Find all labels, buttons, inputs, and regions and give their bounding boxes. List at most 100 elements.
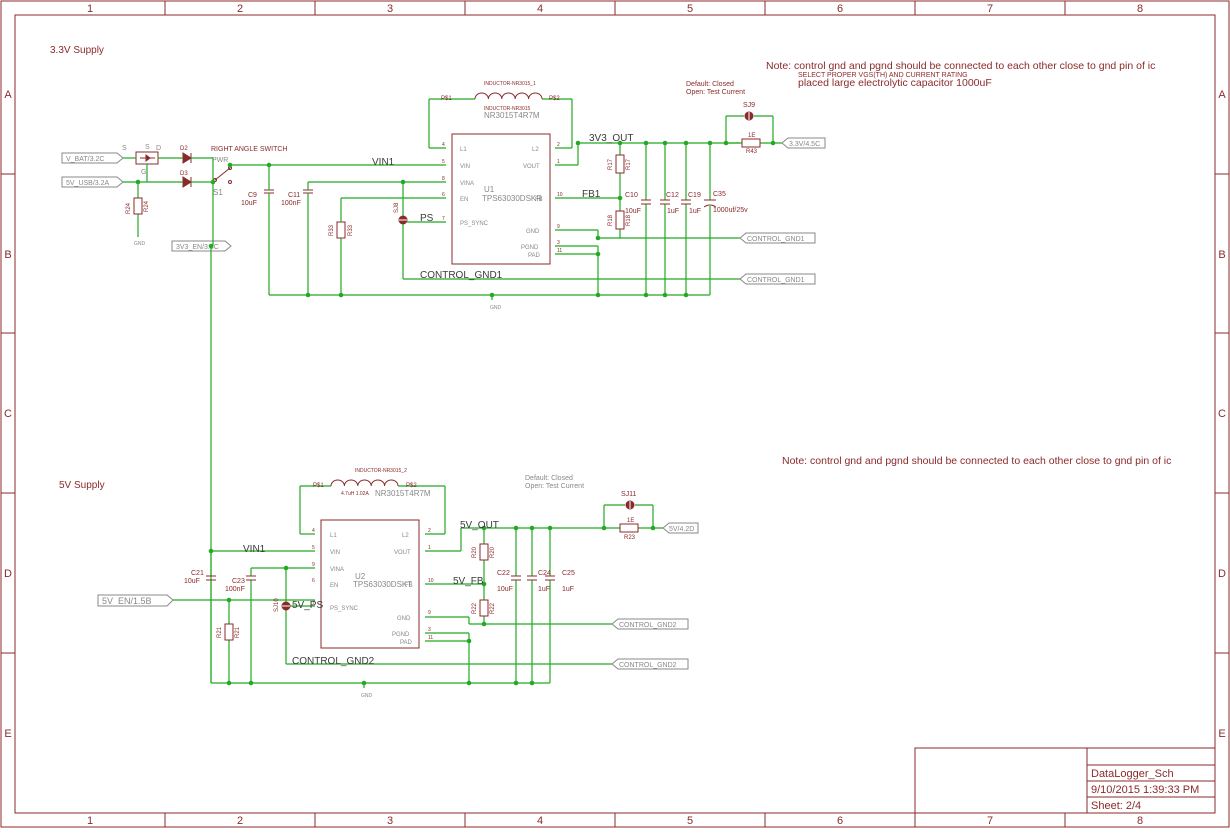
u1-pin-vin: VIN [460, 164, 470, 170]
u1-num-1: 1 [557, 159, 560, 165]
jumper-sj9: SJ9 [743, 102, 755, 121]
flag-vbat [61, 152, 124, 164]
ic-u1: L1 VIN VINA EN PS_SYNC L2 VOUT FB GND PG… [442, 133, 563, 265]
mosfet-g-top: S [145, 144, 150, 151]
diode-d3-label: D3 [180, 171, 188, 177]
c19-val: 1uF [689, 208, 701, 215]
u1-pin-ps: PS_SYNC [460, 221, 489, 227]
switch-title: RIGHT ANGLE SWITCH [211, 146, 288, 153]
flag-3v3-en [171, 240, 232, 252]
col-2-bottom: 2 [237, 815, 243, 827]
flag-33v-out-label: 3.3V/4.5C [789, 141, 820, 148]
net-5v-fb: 5V_FB [453, 576, 484, 587]
inductor-l1: INDUCTOR-NR3015_1 INDUCTOR-NR3015 NR3015… [441, 81, 560, 120]
resistor-r21: R21 R21 [217, 623, 241, 641]
flag-33v-out [781, 137, 826, 149]
inductor-l1-name: INDUCTOR-NR3015_1 [484, 81, 536, 87]
c22-ref: C22 [497, 570, 510, 577]
col-6-bottom: 6 [837, 815, 843, 827]
u1-num-2: 2 [557, 142, 560, 148]
flag-5v-out [662, 522, 699, 534]
wires-5v [173, 485, 663, 688]
title-block: DataLogger_Sch 9/10/2015 1:39:33 PM Shee… [914, 747, 1216, 814]
flag-control-gnd1-a-label: CONTROL_GND1 [747, 236, 805, 243]
flag-control-gnd2-b [611, 658, 689, 670]
mosfet-s-label: S [122, 145, 127, 152]
u1-ref: U1 [484, 185, 495, 194]
flag-control-gnd2-a-label: CONTROL_GND2 [619, 622, 677, 629]
sj11-ref: SJ11 [621, 491, 637, 498]
u2-pin-l2: L2 [402, 533, 409, 539]
u2-num-1: 1 [428, 545, 431, 551]
resistor-r22: R22 R22 [472, 599, 496, 617]
column-labels: 1 2 3 4 5 6 7 8 1 2 3 4 5 6 7 8 [87, 3, 1143, 827]
capacitor-c23: C23 100nF [225, 575, 256, 593]
u2-num-7: 7 [312, 600, 315, 606]
sj10-ref: SJ10 [274, 598, 280, 612]
u2-num-9b: 9 [428, 610, 431, 616]
c35-ref: C35 [713, 191, 726, 198]
r17-ref: R17 [608, 158, 614, 170]
mosfet-d-label: D [156, 145, 161, 152]
row-d-left: D [4, 568, 12, 580]
diode-d2-label: D2 [180, 146, 188, 152]
c22-val: 10uF [497, 586, 513, 593]
r22-ref: R22 [472, 602, 478, 614]
u1-pin-vout: VOUT [523, 164, 540, 170]
u1-num-7: 7 [442, 216, 445, 222]
jumper-sj11: SJ11 [621, 491, 637, 510]
row-d-right: D [1218, 568, 1226, 580]
u2-pin-gnd: GND [397, 616, 411, 622]
row-dividers [1, 173, 1229, 654]
switch-s1: RIGHT ANGLE SWITCH PWR S1 [211, 146, 288, 197]
inductor-l1-value: NR3015T4R7M [484, 111, 540, 120]
u1-pin-en: EN [460, 197, 468, 203]
u2-pin-vin: VIN [330, 550, 340, 556]
net-control-gnd1: CONTROL_GND1 [420, 270, 503, 281]
junction-vin1 [227, 162, 233, 168]
row-labels: A B C D E A B C D E [4, 89, 1226, 740]
r21-ref: R21 [217, 626, 223, 638]
col-8-bottom: 8 [1137, 815, 1143, 827]
resistor-r18: R18 R18 [608, 210, 632, 230]
col-3-top: 3 [387, 3, 393, 15]
col-4-bottom: 4 [537, 815, 543, 827]
sj9-ref: SJ9 [743, 102, 755, 109]
c12-ref: C12 [666, 192, 679, 199]
r43-ref: R43 [746, 149, 758, 155]
jumper-5v-note-open: Open: Test Current [525, 483, 584, 490]
resistor-r20: R20 R20 [472, 543, 496, 561]
flag-control-gnd2-b-label: CONTROL_GND2 [619, 662, 677, 669]
flag-control-gnd1-a [739, 232, 816, 244]
resistor-r17: R17 R17 [608, 154, 632, 174]
flag-control-gnd2-a [611, 618, 689, 630]
u2-pin-pad: PAD [400, 640, 413, 646]
u2-pin-ps: PS_SYNC [330, 606, 359, 612]
supply-33v-section: 3.3V Supply Note: control gnd and pgnd s… [50, 45, 1155, 683]
flag-control-gnd1-b [739, 273, 816, 285]
col-6-top: 6 [837, 3, 843, 15]
capacitor-c25: C25 1uF [545, 570, 575, 593]
r24-ref: R24 [126, 202, 132, 214]
mosfet-q: S S D G [122, 144, 161, 176]
r20-val: R20 [490, 546, 496, 558]
title-sheet-name: DataLogger_Sch [1091, 768, 1174, 780]
u1-num-6: 6 [442, 192, 445, 198]
u2-num-9: 9 [312, 562, 315, 568]
junction-switch [210, 179, 216, 185]
r43-val: 1E [748, 133, 755, 139]
u2-pin-pgnd: PGND [392, 632, 410, 638]
r33-val: R33 [348, 224, 354, 236]
jumper-33v-note-open: Open: Test Current [686, 89, 745, 96]
inductor-l1-p2: P$2 [549, 96, 560, 102]
capacitor-c19: C19 1uF [681, 192, 701, 215]
r33-ref: R33 [329, 224, 335, 236]
junctions-5v [208, 525, 656, 686]
inductor-l1-p1: P$1 [441, 96, 452, 102]
jumper-sj10: SJ10 [274, 598, 291, 612]
sj8-ref: SJ8 [394, 202, 400, 213]
col-7-top: 7 [987, 3, 993, 15]
jumper-sj8: SJ8 [394, 202, 408, 225]
junctions-33v [266, 140, 776, 298]
c12-val: 1uF [667, 208, 679, 215]
